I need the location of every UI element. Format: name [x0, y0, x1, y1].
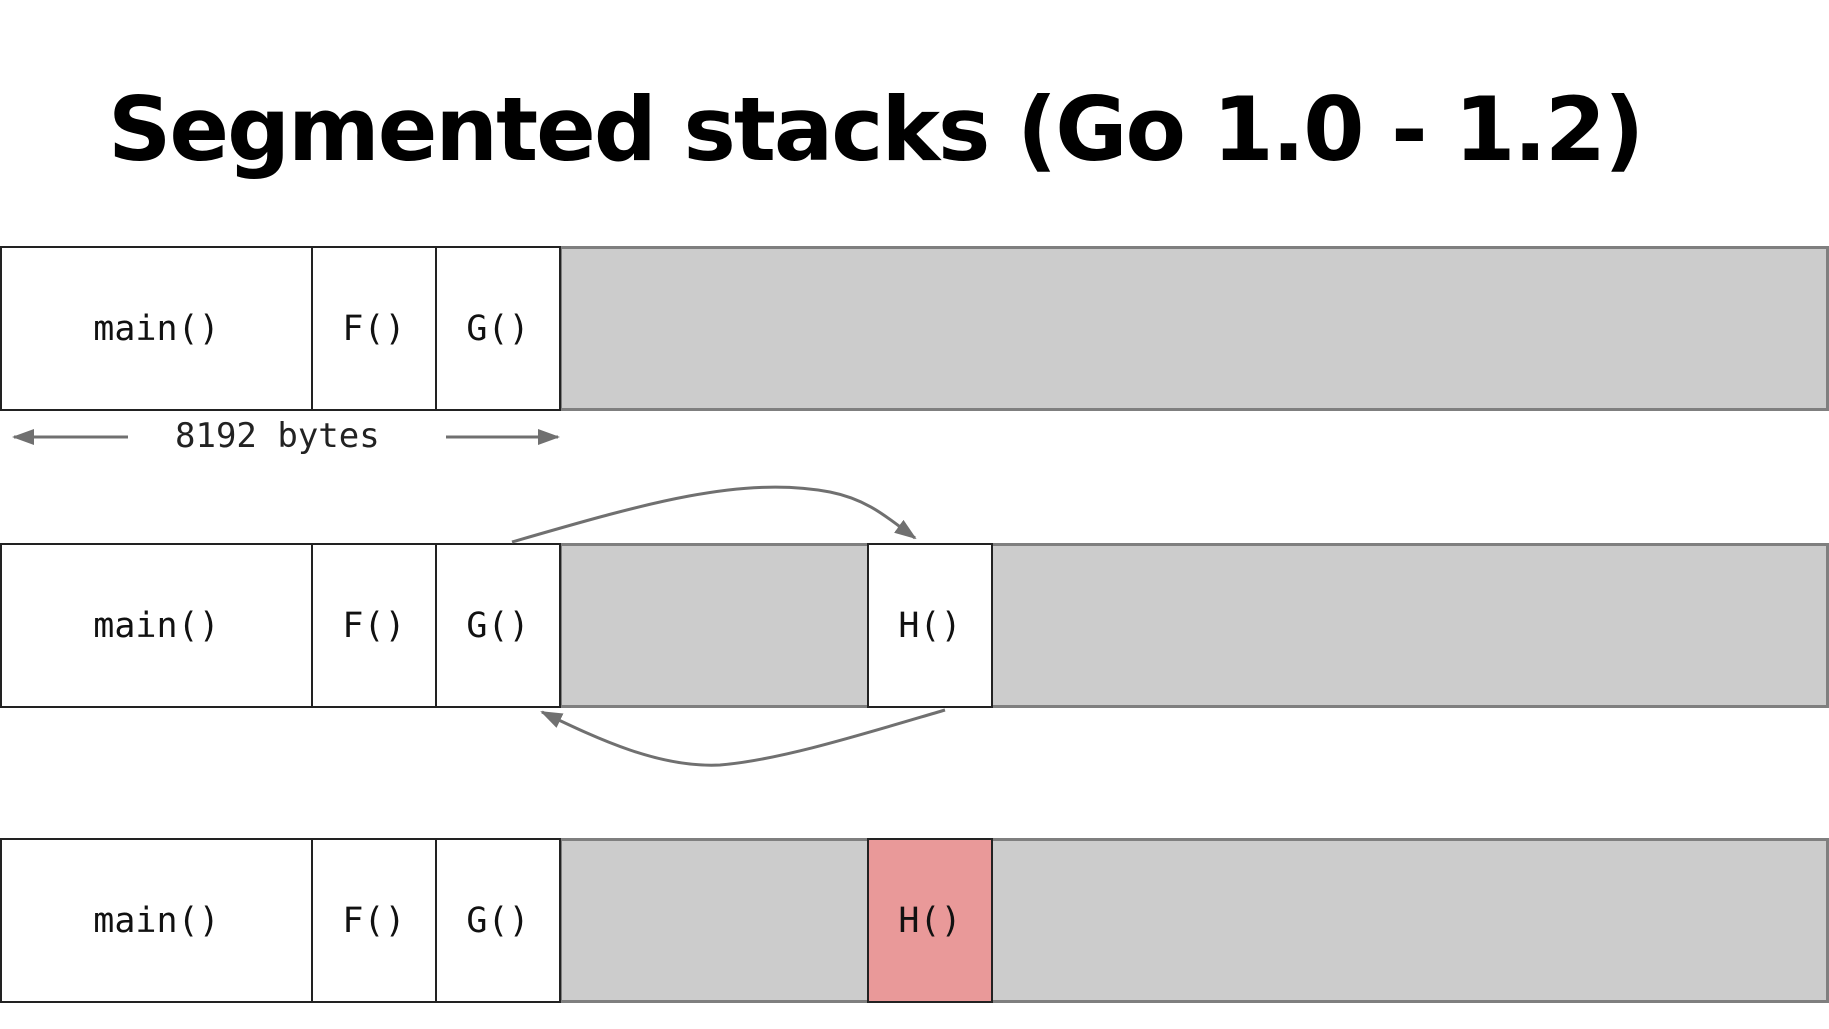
free-stack-space	[559, 246, 1829, 411]
frame-main: main()	[0, 543, 313, 708]
stack-size-label: 8192 bytes	[175, 416, 380, 456]
frame-g: G()	[435, 838, 561, 1003]
call-arrow	[511, 485, 917, 544]
frame-f: F()	[311, 246, 437, 411]
frame-g: G()	[435, 543, 561, 708]
stack-row-hot-split: main() F() G() H()	[0, 838, 1829, 1003]
frame-f: F()	[311, 838, 437, 1003]
frame-f: F()	[311, 543, 437, 708]
frame-main: main()	[0, 246, 313, 411]
free-stack-space	[559, 838, 1829, 1003]
frame-main: main()	[0, 838, 313, 1003]
frame-h: H()	[867, 543, 993, 708]
return-arrow	[540, 708, 946, 767]
frame-g: G()	[435, 246, 561, 411]
stack-row-initial: main() F() G()	[0, 246, 1829, 411]
frame-h-highlighted: H()	[867, 838, 993, 1003]
free-stack-space	[559, 543, 1829, 708]
stack-row-split: main() F() G() H()	[0, 543, 1829, 708]
slide-title: Segmented stacks (Go 1.0 - 1.2)	[108, 78, 1644, 181]
